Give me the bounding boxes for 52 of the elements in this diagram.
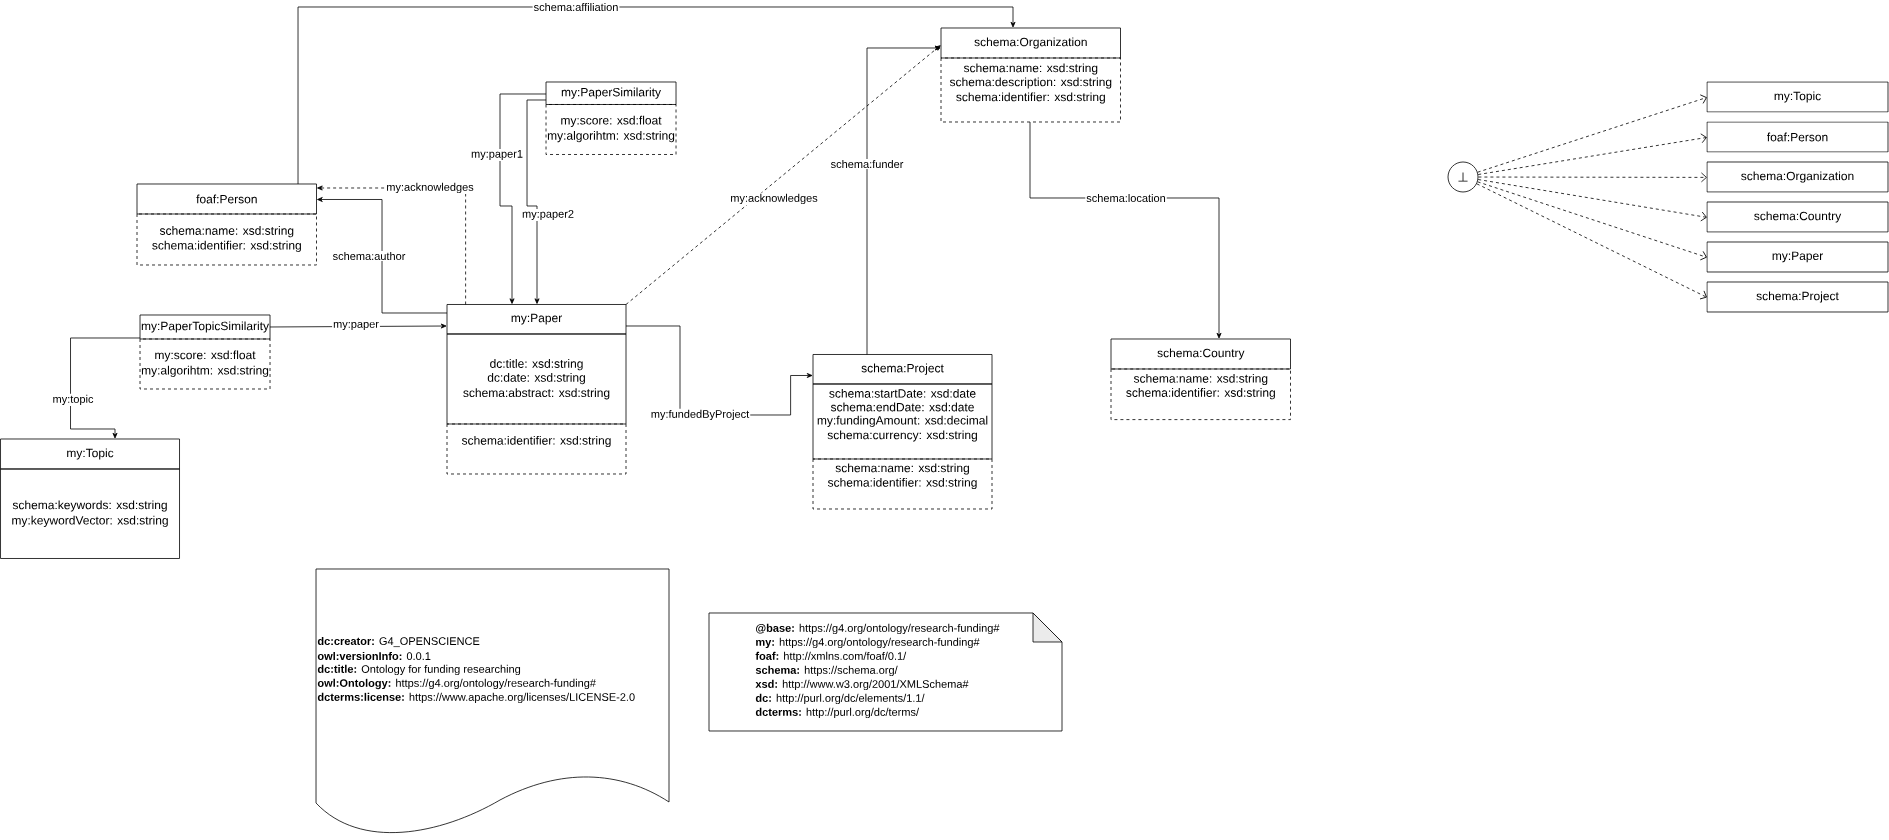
class-box: schema:Organization <box>1706 161 1889 193</box>
arrow <box>526 99 547 304</box>
class-box: my:Paper <box>1706 241 1889 273</box>
node-label: my:PaperSimilarity <box>561 87 661 99</box>
class-box: my:Paper dc:title: xsd:string dc:date: xsd:string schema:abstract: xsd:string schema:identifier: xsd:string <box>446 304 627 475</box>
class-box: schema:Country <box>1706 201 1889 233</box>
class-box: my:PaperTopicSimilarity my:score: xsd:float my:algorihtm: xsd:string <box>139 314 271 390</box>
dashed-arrow <box>625 45 941 305</box>
dashed-arrow <box>1477 94 1707 173</box>
class-box: schema:Organization schema:name: xsd:string schema:description: xsd:string schema:identifier: xsd:string <box>940 27 1121 123</box>
edge-label: my:topic <box>51 393 95 407</box>
edge-label: my:paper <box>332 320 380 332</box>
edge-label: my:acknowledges <box>729 192 819 206</box>
class-box: foaf:Person schema:name: xsd:string schema:identifier: xsd:string <box>136 183 317 266</box>
node-label: schema:Country <box>1157 348 1245 360</box>
edge-label: schema:location <box>1085 192 1167 204</box>
class-box: schema:Project <box>1706 281 1889 313</box>
dashed-arrow <box>1478 172 1707 183</box>
edge-label: schema:author <box>331 250 407 262</box>
node-label: schema:identifier: xsd:string <box>461 435 611 448</box>
edge-label: schema:affiliation <box>532 1 620 13</box>
edge-label: my:paper1 <box>470 149 524 161</box>
class-box: schema:Country schema:name: xsd:string schema:identifier: xsd:string <box>1110 338 1291 420</box>
class-box: my:Topic schema:keywords: xsd:string my:keywordVector: xsd:string <box>0 438 180 559</box>
node-label: schema:name: xsd:string <box>835 463 969 475</box>
edge-label: my:paper2 <box>521 209 575 221</box>
class-box: my:PaperSimilarity my:score: xsd:float my:algorihtm: xsd:string <box>545 81 677 155</box>
edge-label: my:acknowledges <box>385 181 475 195</box>
node-label: schema:Project <box>861 363 944 375</box>
class-box: my:Topic <box>1706 81 1889 113</box>
dashed-arrow <box>1476 183 1707 300</box>
arrow <box>866 45 941 355</box>
note-box: @base: https://g4.org/ontology/research-funding# my: https://g4.org/ontology/research-funding# foaf: http://xmlns.com/foaf/0.1/ schema: https://schema.org/ xsd: http://www.w3.org/2001/XMLSchema# dc: http://purl.org/dc/elements/1.1/ dcterms: http://purl.org/dc/terms/ <box>708 612 1063 732</box>
dashed-arrow <box>1477 133 1707 175</box>
dashed-arrow <box>1477 181 1707 261</box>
arrow <box>499 93 547 304</box>
node-label: foaf:Person <box>196 194 257 204</box>
node-label: schema:Organization <box>974 37 1087 49</box>
dashed-arrow <box>1477 179 1707 222</box>
node-label: my:Paper <box>511 313 562 325</box>
document-box: dc:creator: G4_OPENSCIENCE owl:versionInfo: 0.0.1 dc:title: Ontology for funding researching owl:Ontology: https://g4.org/ontology/research-funding# dcterms:license: https://www.apache.org/licenses/LICENSE-2.0 <box>315 568 670 833</box>
arrow <box>70 337 141 439</box>
node-label: schema:identifier: xsd:string <box>827 477 977 490</box>
edge-label: schema:funder <box>829 158 905 170</box>
arrow <box>297 6 1016 185</box>
node-label: my:PaperTopicSimilarity <box>141 321 269 333</box>
arrow <box>317 197 448 314</box>
edge-label: my:fundedByProject <box>649 408 751 422</box>
class-box: foaf:Person <box>1706 121 1889 153</box>
class-box: schema:Project schema:startDate: xsd:date schema:endDate: xsd:date my:fundingAmount: xsd:decimal schema:currency: xsd:string schema:name: xsd:string schema:identifier: xsd:string <box>812 354 993 510</box>
node-label: my:Topic <box>67 448 114 460</box>
circle-node: ⊥ <box>1447 161 1479 193</box>
